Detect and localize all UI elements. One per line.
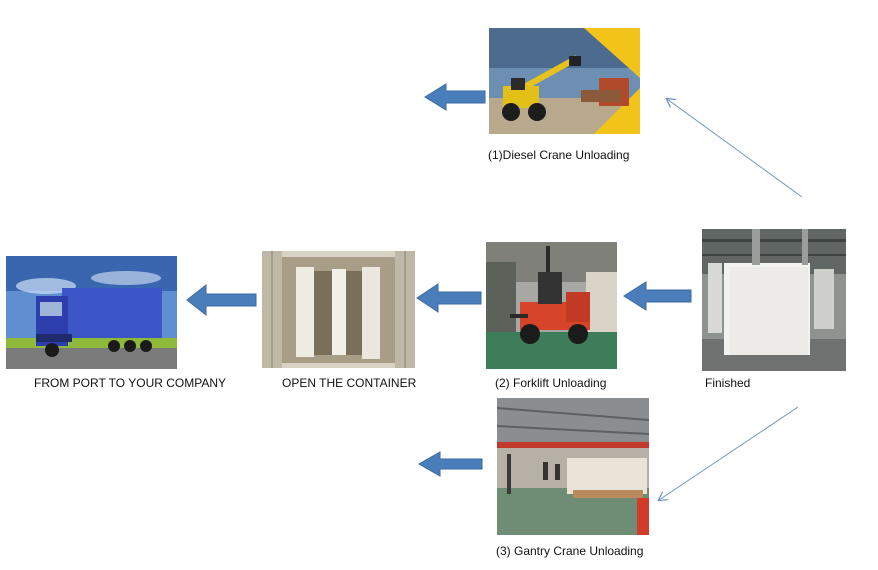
block-arrow-diesel	[424, 83, 486, 111]
block-arrow-container-to-truck	[186, 283, 257, 317]
finished-label: Finished	[705, 376, 751, 390]
arrow-finished-to-diesel	[667, 99, 803, 198]
forklift-photo	[486, 242, 617, 369]
finished-photo	[702, 229, 846, 371]
open-container-photo	[262, 251, 415, 368]
port-to-company-label: FROM PORT TO YOUR COMPANY	[34, 376, 227, 390]
block-arrow-forklift-to-container	[416, 283, 482, 313]
forklift-label: (2) Forklift Unloading	[495, 376, 607, 390]
open-container-label: OPEN THE CONTAINER	[282, 376, 417, 390]
block-arrow-gantry	[417, 451, 483, 477]
arrow-finished-to-gantry	[659, 406, 799, 500]
diesel-crane-label: (1)Diesel Crane Unloading	[488, 148, 630, 162]
truck-photo	[6, 256, 177, 369]
gantry-crane-photo	[497, 398, 649, 535]
diesel-crane-photo	[489, 28, 640, 134]
block-arrow-finished-to-forklift	[623, 281, 692, 311]
gantry-crane-label: (3) Gantry Crane Unloading	[496, 544, 644, 558]
